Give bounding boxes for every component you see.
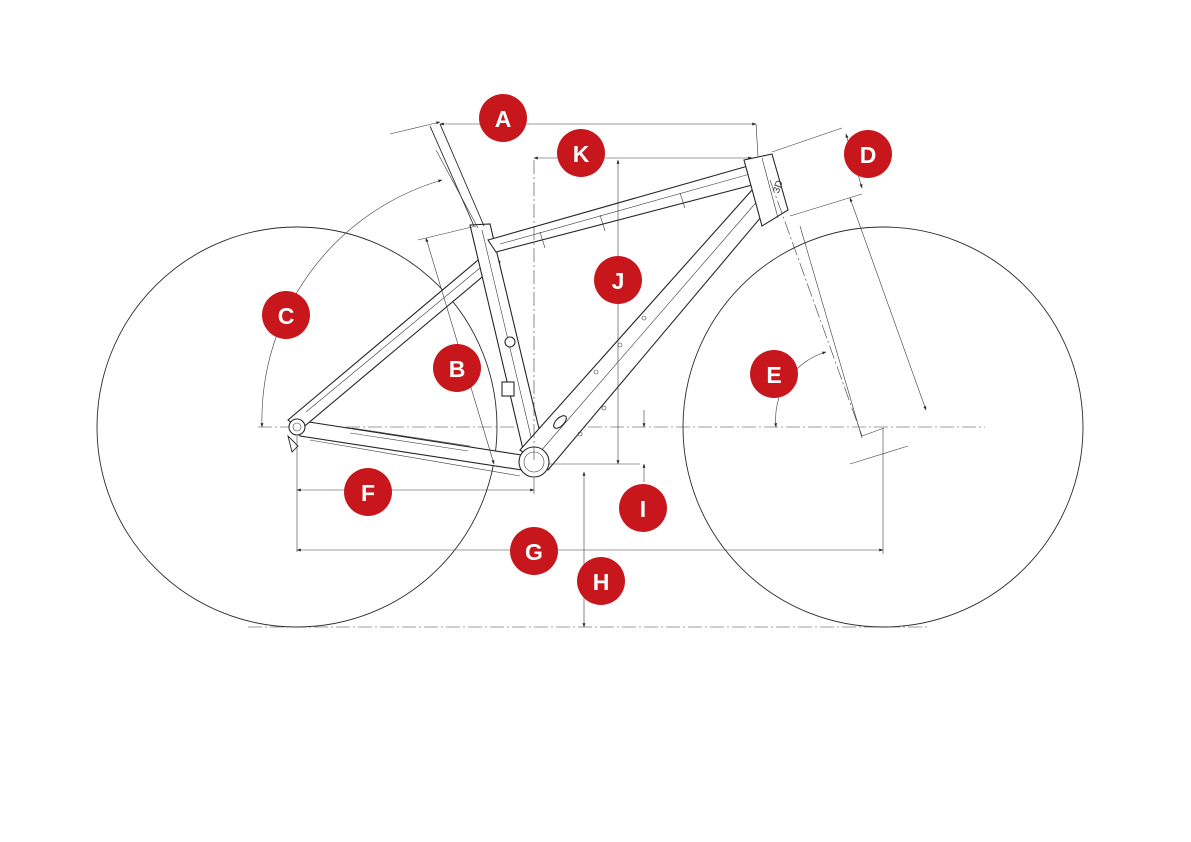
badge-c-label: C	[278, 303, 295, 329]
badge-d-label: D	[860, 142, 877, 168]
badge-k-circle	[557, 129, 605, 177]
badge-g-label: G	[525, 539, 543, 565]
dimension-c	[260, 179, 443, 428]
badge-h-label: H	[593, 569, 610, 595]
seatstay	[287, 249, 501, 431]
bottle-boss	[501, 336, 567, 429]
badge-b-circle	[433, 344, 481, 392]
badge-f-circle	[344, 468, 392, 516]
badge-c-circle	[262, 291, 310, 339]
head-tube	[743, 153, 789, 227]
badge-a-circle	[479, 94, 527, 142]
badge-g: G	[510, 527, 558, 575]
badge-j: J	[594, 256, 642, 304]
badge-f: F	[344, 468, 392, 516]
badge-d-circle	[844, 130, 892, 178]
badge-a: A	[479, 94, 527, 142]
badge-e-label: E	[766, 362, 781, 388]
badge-a-label: A	[495, 106, 512, 132]
badge-i-circle	[619, 484, 667, 532]
badge-i: I	[619, 484, 667, 532]
seatpost	[429, 123, 485, 229]
badge-k-label: K	[573, 141, 590, 167]
badge-k: K	[557, 129, 605, 177]
badge-h: H	[577, 557, 625, 605]
badge-b-label: B	[449, 356, 466, 382]
badge-b: B	[433, 344, 481, 392]
badge-j-circle	[594, 256, 642, 304]
badge-c: C	[262, 291, 310, 339]
badge-f-label: F	[361, 480, 375, 506]
badge-e: E	[750, 350, 798, 398]
fork-axis	[769, 179, 927, 465]
dimension-g	[296, 428, 884, 554]
badge-g-circle	[510, 527, 558, 575]
fork-marking: 3D	[771, 179, 786, 195]
badge-h-circle	[577, 557, 625, 605]
badge-e-circle	[750, 350, 798, 398]
badge-i-label: I	[640, 496, 646, 522]
dimension-f	[296, 436, 535, 552]
dimension-j	[548, 159, 640, 465]
badge-d: D	[844, 130, 892, 178]
badge-j-label: J	[612, 268, 625, 294]
